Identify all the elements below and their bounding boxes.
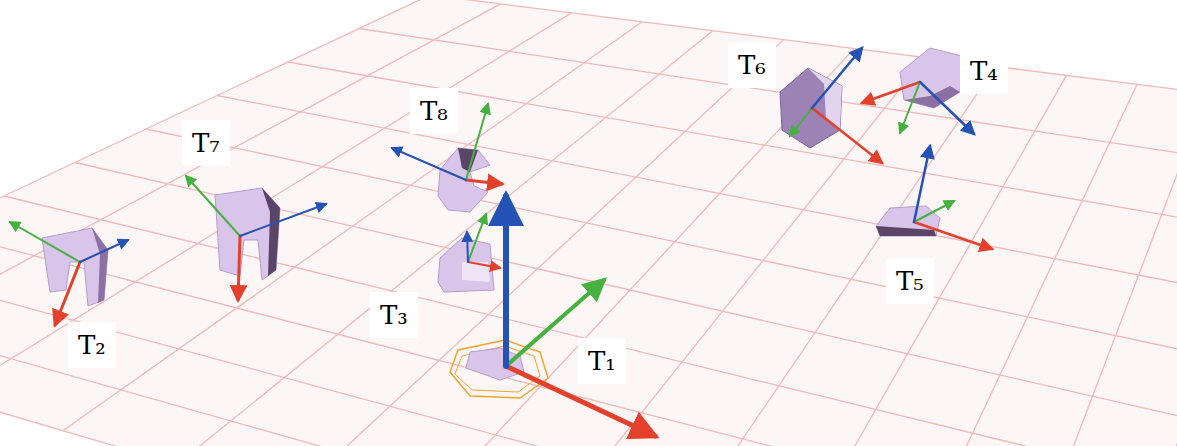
y-axis bbox=[900, 82, 920, 133]
z-axis bbox=[812, 48, 862, 108]
y-axis bbox=[914, 201, 954, 222]
z-axis bbox=[914, 146, 930, 222]
grid-line bbox=[0, 4, 501, 364]
gripper-shade bbox=[904, 86, 960, 108]
gripper-shape bbox=[466, 348, 524, 380]
frame-label: T₄ bbox=[960, 48, 1008, 94]
z-axis bbox=[392, 148, 466, 180]
grid-line bbox=[0, 263, 1177, 446]
frame-label: T₂ bbox=[68, 322, 116, 368]
z-axis bbox=[503, 196, 509, 366]
x-axis bbox=[466, 180, 502, 184]
gripper-shape bbox=[900, 48, 962, 108]
frame-label: T₆ bbox=[728, 42, 776, 88]
grid-line bbox=[75, 163, 1177, 446]
x-axis bbox=[862, 82, 920, 103]
grid-line bbox=[634, 66, 995, 446]
gripper-shade bbox=[262, 188, 280, 276]
grid-line bbox=[177, 31, 713, 446]
x-axis bbox=[55, 262, 80, 325]
y-axis bbox=[466, 104, 488, 180]
grid-line bbox=[146, 129, 1177, 392]
y-axis bbox=[468, 214, 486, 262]
grid-line bbox=[863, 84, 1137, 446]
z-axis bbox=[467, 232, 468, 262]
grid-line bbox=[4, 196, 1177, 446]
frame-axes bbox=[10, 48, 992, 436]
z-axis bbox=[80, 240, 128, 262]
grid-line bbox=[0, 13, 571, 397]
frame-label: T₅ bbox=[886, 258, 934, 304]
frame-label: T₈ bbox=[410, 88, 458, 134]
gripper-shape bbox=[876, 206, 940, 236]
selection-outline bbox=[450, 340, 548, 398]
grid-line bbox=[406, 49, 855, 446]
frame-label: T₃ bbox=[370, 292, 418, 338]
grid-line bbox=[0, 297, 1177, 446]
grid-line bbox=[0, 330, 1177, 446]
grid-line bbox=[291, 40, 783, 446]
frame-label: T₁ bbox=[578, 338, 626, 384]
z-axis bbox=[240, 204, 326, 236]
x-axis bbox=[468, 262, 500, 268]
grid-line bbox=[0, 230, 1177, 446]
gripper-poses bbox=[42, 48, 962, 398]
selection-outline bbox=[455, 346, 540, 392]
y-axis bbox=[10, 222, 80, 262]
grid-line bbox=[0, 0, 430, 330]
x-axis bbox=[914, 222, 992, 249]
x-axis bbox=[812, 108, 882, 163]
gripper-shape bbox=[42, 228, 108, 306]
y-axis bbox=[790, 108, 812, 136]
gripper-shade bbox=[92, 228, 108, 303]
frame-label: T₇ bbox=[182, 120, 230, 166]
y-axis bbox=[186, 176, 240, 236]
grid-line bbox=[217, 96, 1177, 325]
x-axis bbox=[238, 236, 240, 300]
grid-line bbox=[288, 62, 1177, 256]
